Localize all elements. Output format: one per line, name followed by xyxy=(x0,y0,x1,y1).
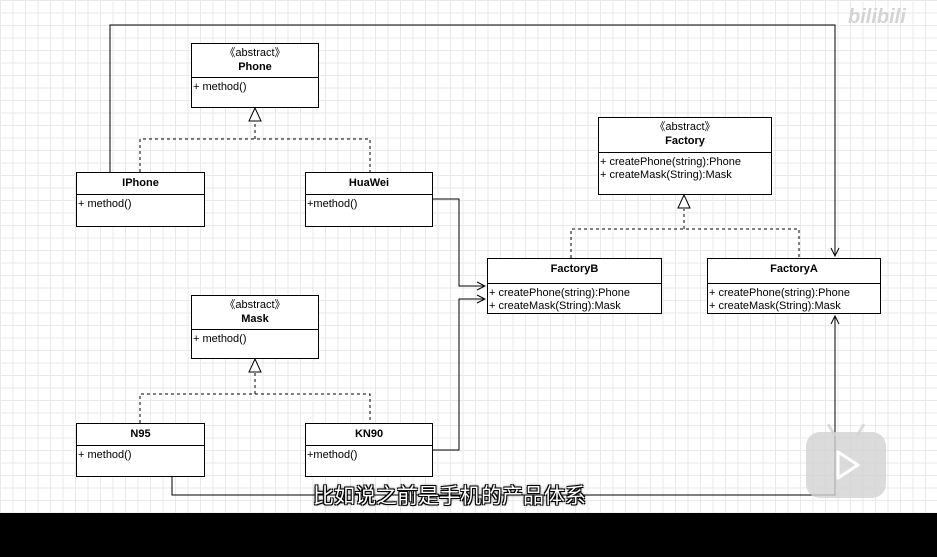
play-icon xyxy=(836,450,860,480)
class-header: FactoryB xyxy=(488,259,661,284)
method-item: + createPhone(string):Phone xyxy=(709,287,850,299)
method-item: + createPhone(string):Phone xyxy=(600,156,741,168)
stereotype-label: 《abstract》 xyxy=(654,121,716,133)
class-header: 《abstract》 Phone xyxy=(192,44,318,78)
class-name: Mask xyxy=(241,313,269,325)
class-name: FactoryB xyxy=(550,263,599,275)
class-name: Phone xyxy=(238,61,272,73)
class-mask[interactable]: 《abstract》 Mask + method() xyxy=(191,295,319,359)
class-factorya[interactable]: FactoryA + createPhone(string):Phone + c… xyxy=(707,258,881,314)
method-item: + createMask(String):Mask xyxy=(600,169,732,181)
method-item: +method() xyxy=(307,198,358,210)
class-n95[interactable]: N95 + method() xyxy=(76,423,205,477)
method-list: + method() xyxy=(77,446,204,462)
generalization-phone xyxy=(139,106,371,172)
class-header: 《abstract》 Factory xyxy=(599,118,771,153)
method-item: + createPhone(string):Phone xyxy=(489,287,630,299)
class-name: IPhone xyxy=(122,177,159,189)
connector-layer xyxy=(109,24,937,496)
class-kn90[interactable]: KN90 +method() xyxy=(305,423,433,477)
class-header: FactoryA xyxy=(708,259,880,284)
method-list: + createPhone(string):Phone + createMask… xyxy=(488,284,661,313)
dependency-kn90-factoryb xyxy=(433,299,485,451)
video-subtitle: 比如说之前是手机的产品体系 xyxy=(313,484,586,508)
dependency-iphone-factorya xyxy=(109,24,835,256)
class-name: Factory xyxy=(665,135,705,147)
class-factoryb[interactable]: FactoryB + createPhone(string):Phone + c… xyxy=(487,258,662,314)
class-name: KN90 xyxy=(354,428,384,440)
class-name: N95 xyxy=(130,428,151,440)
class-header: HuaWei xyxy=(306,173,432,195)
method-item: + createMask(String):Mask xyxy=(489,300,621,312)
method-item: + method() xyxy=(78,198,132,210)
method-list: +method() xyxy=(306,446,432,462)
class-header: IPhone xyxy=(77,173,204,195)
method-list: + createPhone(string):Phone + createMask… xyxy=(708,284,880,313)
method-item: +method() xyxy=(307,449,358,461)
class-name: FactoryA xyxy=(770,263,818,275)
method-list: + method() xyxy=(192,78,318,94)
method-list: + method() xyxy=(192,330,318,346)
class-huawei[interactable]: HuaWei +method() xyxy=(305,172,433,227)
dependency-huawei-factoryb xyxy=(433,198,485,286)
method-list: + method() xyxy=(77,195,204,211)
class-factory[interactable]: 《abstract》 Factory + createPhone(string)… xyxy=(598,117,772,195)
bilibili-watermark: bilibili xyxy=(848,6,906,28)
class-header: N95 xyxy=(77,424,204,446)
class-phone[interactable]: 《abstract》 Phone + method() xyxy=(191,43,319,108)
method-item: + method() xyxy=(193,81,247,93)
letterbox-bar xyxy=(0,513,937,557)
generalization-factory xyxy=(570,193,800,258)
dependency-n95-factorya xyxy=(171,316,835,496)
class-iphone[interactable]: IPhone + method() xyxy=(76,172,205,227)
method-list: + createPhone(string):Phone + createMask… xyxy=(599,153,771,182)
class-header: KN90 xyxy=(306,424,432,446)
method-item: + method() xyxy=(78,449,132,461)
stereotype-label: 《abstract》 xyxy=(224,299,286,311)
class-name: HuaWei xyxy=(348,177,390,189)
method-item: + method() xyxy=(193,333,247,345)
generalization-mask xyxy=(139,357,371,423)
stereotype-label: 《abstract》 xyxy=(224,47,286,59)
method-list: +method() xyxy=(306,195,432,211)
class-header: 《abstract》 Mask xyxy=(192,296,318,330)
play-button[interactable] xyxy=(806,432,886,498)
method-item: + createMask(String):Mask xyxy=(709,300,841,312)
diagram-canvas: 《abstract》 Phone + method() IPhone + met… xyxy=(0,0,937,513)
